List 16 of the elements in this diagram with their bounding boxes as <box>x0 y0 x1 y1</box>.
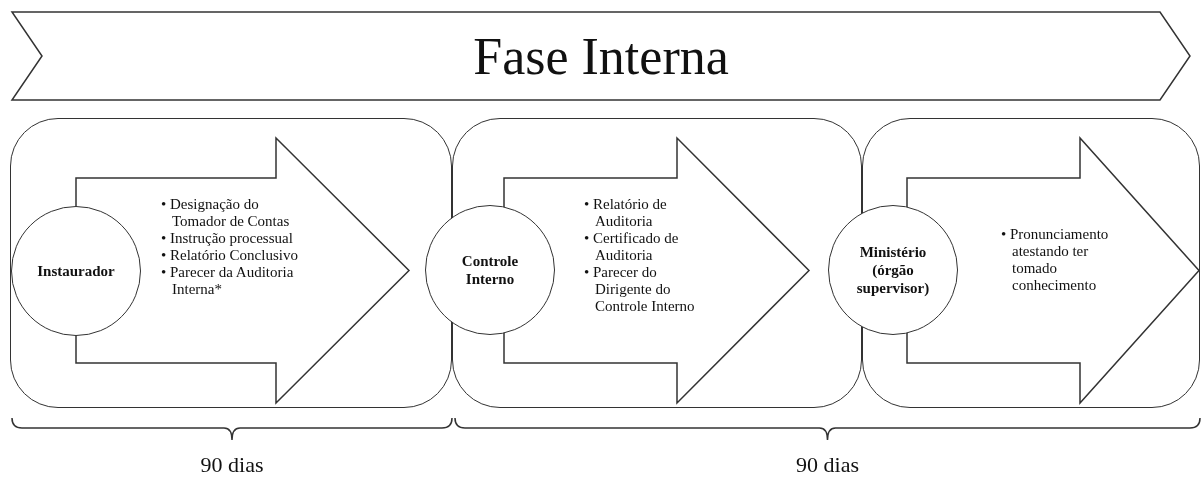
node-title: Ministério (órgão supervisor) <box>855 243 931 297</box>
duration-label: 90 dias <box>795 452 860 477</box>
bullet-item: • Designação do Tomador de Contas <box>161 196 291 230</box>
chevron-banner <box>12 12 1190 100</box>
node-title: Instaurador <box>37 262 115 280</box>
bullet-item: • Pronunciamento atestando ter tomado conhecimento <box>1001 226 1110 294</box>
bullet-item: • Parecer da Auditoria Interna* <box>161 264 295 298</box>
bullet-item: • Relatório de Auditoria <box>584 196 668 230</box>
bullet-item: • Certificado de Auditoria <box>584 230 680 264</box>
bullet-item: • Instrução processual <box>161 230 294 247</box>
duration-label: 90 dias <box>199 452 265 477</box>
bullet-item: • Relatório Conclusivo <box>161 247 299 264</box>
node-title: Controle Interno <box>460 252 520 288</box>
banner-title: Fase Interna <box>473 26 729 86</box>
bullet-item: • Parecer do Dirigente do Controle Interno <box>584 264 696 315</box>
panel <box>10 118 452 408</box>
